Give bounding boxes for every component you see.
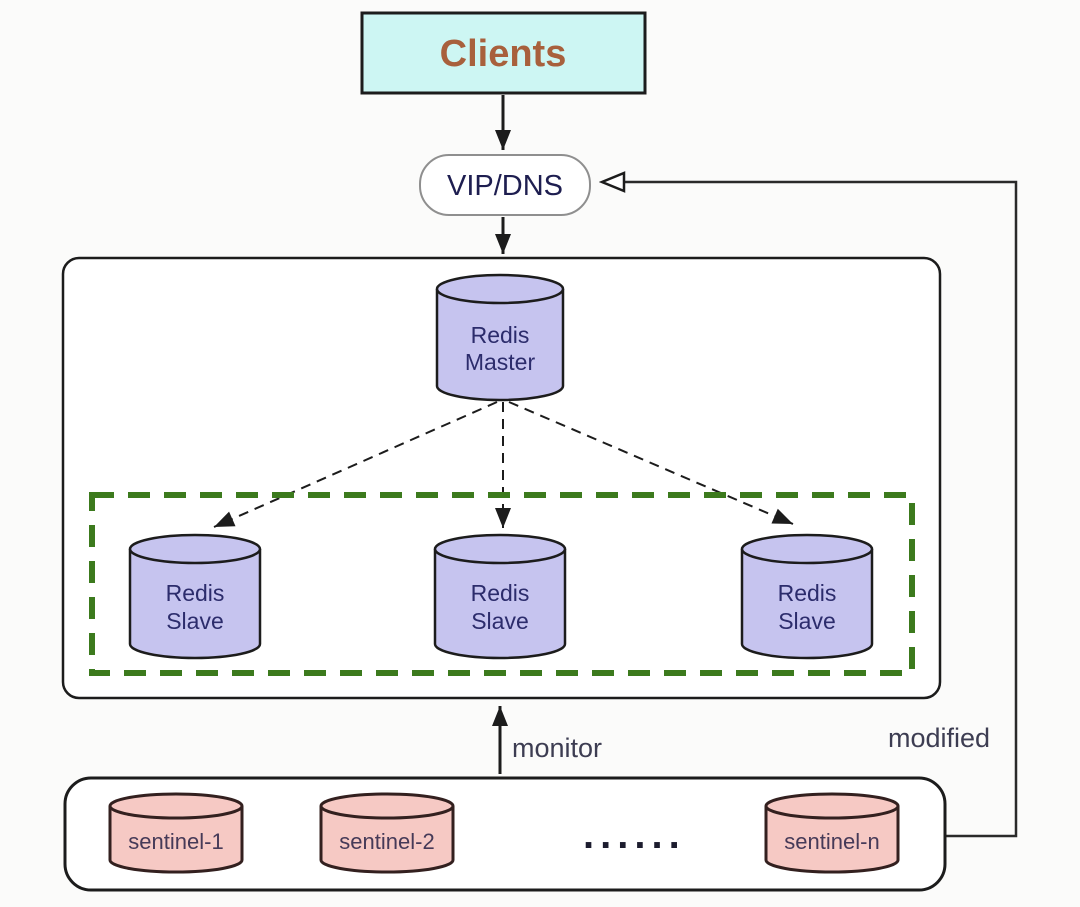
sentinel-1-cylinder-body bbox=[108, 806, 244, 874]
master-to-slave3-arrow bbox=[508, 401, 794, 525]
vip-dns-box bbox=[419, 154, 591, 216]
redis-master-node: Redis Master bbox=[435, 273, 565, 402]
redis-master-label-line2: Master bbox=[465, 349, 536, 375]
modified-label: modified bbox=[888, 723, 990, 753]
clients-box bbox=[360, 11, 647, 95]
redis-cluster-box bbox=[61, 256, 942, 700]
sentinel-n-cylinder-top bbox=[764, 792, 900, 820]
redis-slave-1-cylinder-top bbox=[128, 533, 262, 565]
sentinel-n-label: sentinel-n bbox=[784, 829, 879, 854]
redis-slave-3-cylinder-body bbox=[740, 549, 874, 660]
vip-dns-node: VIP/DNS bbox=[419, 154, 591, 216]
redis-slave-1-cylinder-body bbox=[128, 549, 262, 660]
redis-slave-2-label-line2: Slave bbox=[471, 608, 529, 634]
sentinel-box bbox=[63, 776, 947, 892]
sentinel-1-cylinder-top bbox=[108, 792, 244, 820]
redis-master-cylinder-body bbox=[435, 289, 565, 402]
slave-group-dashed-box bbox=[89, 492, 915, 676]
sentinel-2-cylinder-body bbox=[319, 806, 455, 874]
sentinel-ellipsis: ...... bbox=[583, 813, 686, 857]
redis-slave-3-label-line2: Slave bbox=[778, 608, 836, 634]
sentinel-1-node: sentinel-1 bbox=[108, 792, 244, 874]
sentinel-n-node: sentinel-n bbox=[764, 792, 900, 874]
monitor-label: monitor bbox=[512, 733, 602, 763]
redis-slave-2-cylinder-body bbox=[433, 549, 567, 660]
redis-slave-2-cylinder-top bbox=[433, 533, 567, 565]
redis-slave-1-node: Redis Slave bbox=[128, 533, 262, 660]
sentinel-2-cylinder-top bbox=[319, 792, 455, 820]
redis-slave-3-node: Redis Slave bbox=[740, 533, 874, 660]
redis-master-cylinder-top bbox=[435, 273, 565, 305]
redis-slave-1-label-line1: Redis bbox=[166, 580, 225, 606]
redis-slave-2-label-line1: Redis bbox=[471, 580, 530, 606]
sentinel-1-label: sentinel-1 bbox=[128, 829, 223, 854]
redis-slave-3-label-line1: Redis bbox=[778, 580, 837, 606]
modified-line bbox=[602, 182, 1018, 838]
sentinel-2-node: sentinel-2 bbox=[319, 792, 455, 874]
clients-node: Clients bbox=[360, 11, 647, 95]
sentinel-2-label: sentinel-2 bbox=[339, 829, 434, 854]
master-to-slave1-arrow bbox=[213, 401, 498, 528]
vip-dns-label: VIP/DNS bbox=[447, 170, 563, 202]
redis-slave-3-cylinder-top bbox=[740, 533, 874, 565]
sentinel-n-cylinder-body bbox=[764, 806, 900, 874]
redis-slave-1-label-line2: Slave bbox=[166, 608, 224, 634]
redis-master-label-line1: Redis bbox=[471, 322, 530, 348]
clients-label: Clients bbox=[440, 33, 567, 75]
redis-slave-2-node: Redis Slave bbox=[433, 533, 567, 660]
